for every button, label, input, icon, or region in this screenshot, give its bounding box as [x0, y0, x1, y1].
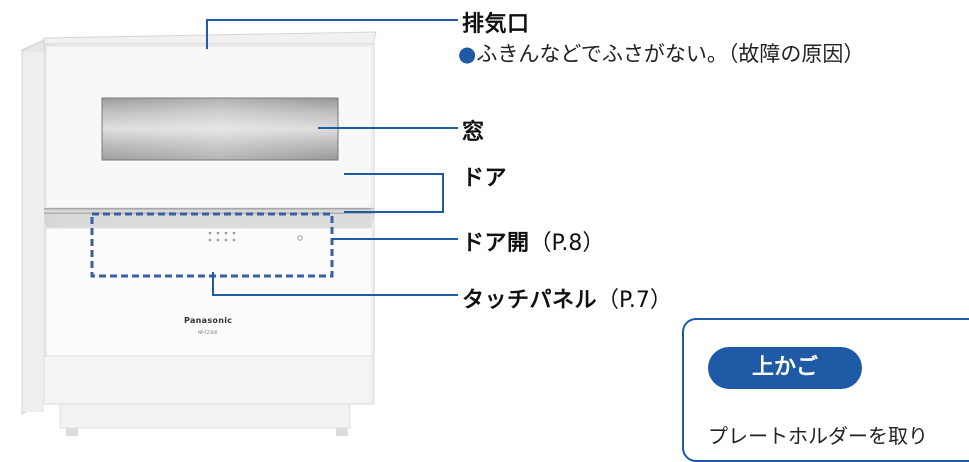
window-leader [318, 127, 458, 129]
exhaust-leader-horizontal [206, 19, 458, 21]
touch-panel-leader-vertical [212, 272, 214, 296]
door-open-leader [332, 238, 458, 240]
upper-basket-badge: 上かご [708, 347, 862, 389]
dishwasher-illustration [21, 31, 377, 436]
upper-basket-card-text: プレートホルダーを取り [708, 424, 928, 448]
bullet-icon: ● [458, 42, 477, 66]
window-label: 窓 [462, 120, 485, 145]
touch-panel-leader-horizontal [212, 294, 458, 296]
door-leader-top [344, 173, 444, 175]
door-label: ドア [462, 166, 508, 191]
door-leader-bottom [344, 211, 444, 213]
door-open-text: ドア開 [462, 231, 530, 256]
exhaust-leader-vertical [206, 19, 208, 49]
model-number: NP-TZ300 [198, 330, 218, 335]
exhaust-note: ●ふきんなどでふさがない。（故障の原因） [458, 38, 864, 68]
door-open-label: ドア開（P.8） [462, 225, 604, 257]
touch-panel-page-ref: （P.7） [597, 288, 672, 313]
exhaust-note-text: ふきんなどでふさがない。（故障の原因） [476, 42, 865, 66]
upper-basket-card [682, 318, 969, 462]
touch-panel-text: タッチパネル [462, 288, 598, 313]
touch-panel-label: タッチパネル（P.7） [462, 282, 672, 314]
exhaust-label: 排気口 [462, 12, 530, 37]
door-leader-bracket [442, 173, 444, 213]
brand-logo: Panasonic [184, 316, 233, 325]
door-open-page-ref: （P.8） [529, 231, 605, 256]
